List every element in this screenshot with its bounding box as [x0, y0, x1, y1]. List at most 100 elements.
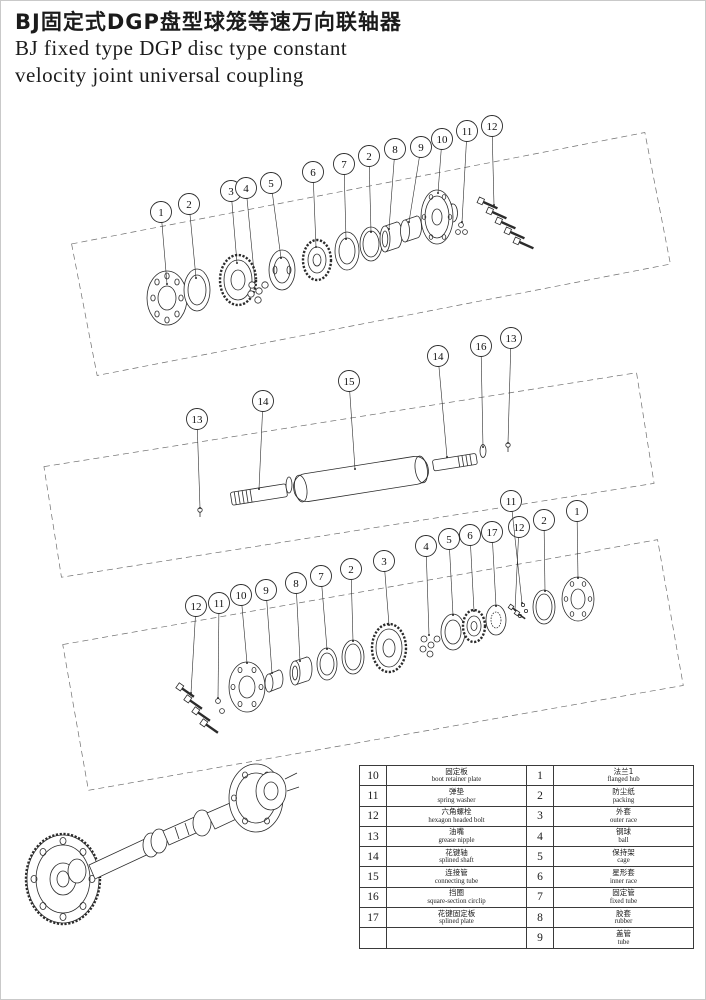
callout-balloon-12 [508, 516, 530, 538]
callout-leader-line [217, 602, 220, 699]
callout-leader-line [469, 534, 475, 612]
callout-leader-line [265, 589, 273, 674]
part-rubber-sleeve [379, 221, 403, 253]
part-number-cell [359, 927, 387, 949]
callout-leader-dot [352, 640, 354, 642]
callout-balloon-7 [310, 565, 332, 587]
callout-leader-dot [428, 634, 430, 636]
title-english-line1: BJ fixed type DGP disc type constant [15, 36, 348, 61]
part-fixed-tube-2 [316, 647, 338, 681]
part-boot-retainer-plate [420, 189, 458, 245]
callout-leader-dot [190, 692, 192, 694]
callout-balloon-4 [415, 535, 437, 557]
part-number-cell: 8 [526, 907, 554, 929]
callout-leader-dot [299, 660, 301, 662]
callout-leader-dot [493, 204, 495, 206]
callout-leader-line [425, 545, 430, 636]
callout-leader-line [258, 400, 264, 490]
part-name-cn: 花键固定板 [437, 908, 476, 918]
callout-number: 4 [423, 541, 429, 553]
callout-leader-dot [452, 614, 454, 616]
part-number-cell: 12 [359, 805, 387, 827]
part-connecting-tube [293, 455, 429, 503]
part-name-en: connecting tube [434, 877, 479, 885]
part-name-en: splined shaft [439, 857, 474, 865]
part-name-cn: 盖管 [616, 928, 631, 938]
callout-number: 10 [437, 134, 449, 146]
part-name-en: inner race [610, 877, 637, 885]
part-name-cn: 油嘴 [449, 827, 464, 837]
part-boot-retainer-plate-2 [228, 661, 266, 713]
part-name-cn: 法兰1 [613, 766, 634, 776]
callout-balloon-6 [459, 524, 481, 546]
callout-leader-line [295, 582, 301, 662]
part-inner-race-2 [461, 608, 487, 644]
assembled-view [24, 763, 300, 926]
part-hex-bolts [476, 196, 534, 250]
callout-balloon-13 [500, 327, 522, 349]
callout-balloon-5 [260, 172, 282, 194]
dashed-boundary-middle [43, 372, 655, 578]
callout-balloon-4 [235, 177, 257, 199]
callout-leader-line [230, 190, 238, 264]
callout-balloon-13 [186, 408, 208, 430]
callout-balloon-7 [333, 153, 355, 175]
part-outer-race [218, 253, 258, 307]
callout-number: 3 [228, 186, 234, 198]
callout-leader-dot [354, 468, 356, 470]
callout-leader-dot [437, 192, 439, 194]
callout-number: 14 [433, 351, 445, 363]
callout-balloon-12 [185, 595, 207, 617]
part-inner-race [301, 238, 333, 282]
callout-number: 2 [366, 151, 372, 163]
callout-number: 2 [348, 564, 354, 576]
callout-leader-dot [495, 605, 497, 607]
part-balls-2 [419, 635, 441, 658]
callout-leader-line [437, 355, 448, 458]
callout-number: 13 [192, 414, 204, 426]
part-number-cell: 1 [526, 764, 554, 787]
callout-leader-dot [370, 231, 372, 233]
callout-leader-line [510, 500, 523, 604]
part-spring-washers-2 [215, 698, 225, 714]
callout-leader-dot [271, 672, 273, 674]
part-packing-4 [532, 589, 556, 625]
callout-leader-line [507, 337, 512, 444]
part-name-en: ball [618, 837, 629, 845]
callout-balloon-11 [500, 490, 522, 512]
part-name-cell [386, 927, 527, 949]
callout-number: 2 [186, 199, 192, 211]
callout-balloon-16 [470, 335, 492, 357]
part-name-cn: 固定管 [612, 888, 635, 898]
part-name-en: cage [617, 857, 630, 865]
callout-number: 12 [514, 522, 525, 534]
part-name-cn: 挡圈 [449, 888, 464, 898]
callout-leader-dot [461, 221, 463, 223]
part-name-cn: 钢球 [616, 827, 631, 837]
callout-leader-line [576, 510, 579, 579]
part-number-cell: 10 [359, 764, 387, 787]
part-number-cell: 16 [359, 886, 387, 909]
part-name-cn: 连接管 [445, 868, 468, 878]
callout-balloon-10 [431, 128, 453, 150]
callout-number: 11 [462, 126, 473, 138]
dashed-boundary-top [71, 132, 671, 376]
part-fixed-tube [334, 231, 360, 271]
part-balls [247, 281, 269, 304]
callout-number: 8 [293, 578, 299, 590]
